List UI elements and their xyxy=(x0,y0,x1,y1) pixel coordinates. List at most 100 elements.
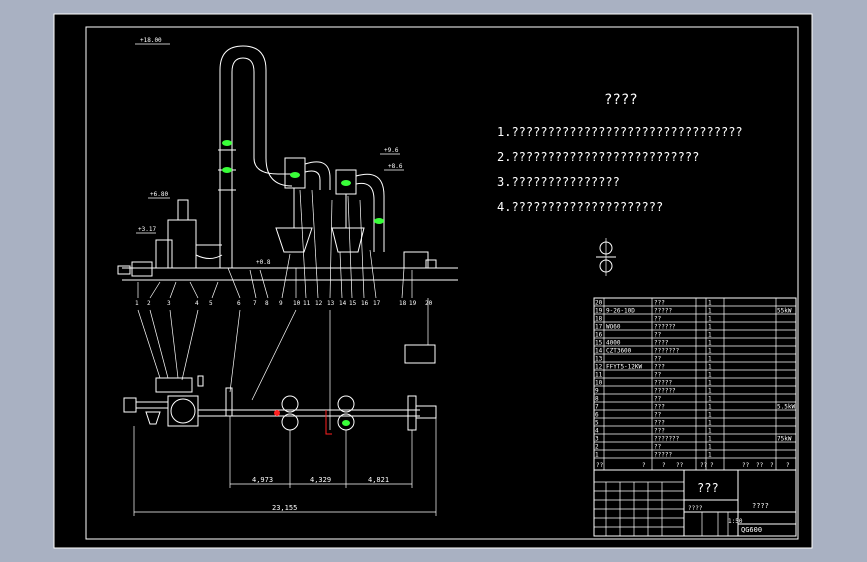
bom-no-12: 12 xyxy=(595,364,603,371)
bom-no-14: 14 xyxy=(595,348,603,355)
callout-12: 12 xyxy=(315,300,323,307)
bom-qty-9: 1 xyxy=(708,388,712,395)
elevation-5: +0.8 xyxy=(256,259,271,266)
title-block: ??? ???? ???? 1:50 QG600 xyxy=(593,469,797,537)
note-3: 3.??????????????? xyxy=(497,175,620,189)
bom-qty-18: 1 xyxy=(708,316,712,323)
bom-name-5: ??? xyxy=(654,420,665,427)
bom-name-13: ?? xyxy=(654,356,662,363)
callout-2: 2 xyxy=(147,300,151,307)
bom-name-14: ??????? xyxy=(654,348,680,355)
callout-3: 3 xyxy=(167,300,171,307)
bom-note-19: 55kW xyxy=(777,308,792,315)
bom-code-12: FFYT5-12KW xyxy=(606,364,643,371)
bom-qty-5: 1 xyxy=(708,420,712,427)
bom-qty-11: 1 xyxy=(708,372,712,379)
bom-qty-8: 1 xyxy=(708,396,712,403)
bom-no-1: 1 xyxy=(595,452,599,459)
bom-no-7: 7 xyxy=(595,404,599,411)
bom-name-9: ?????? xyxy=(654,388,676,395)
bom-qty-1: 1 xyxy=(708,452,712,459)
callout-17: 17 xyxy=(373,300,381,307)
callout-13: 13 xyxy=(327,300,335,307)
bom-name-19: ????? xyxy=(654,308,672,315)
dimension-1: 4,973 xyxy=(252,476,273,484)
bom-code-19: 9-26-10D xyxy=(606,308,635,315)
drawing-frame xyxy=(85,26,799,540)
callout-1: 1 xyxy=(135,300,139,307)
bom-name-12: ??? xyxy=(654,364,665,371)
drawing-code: QG600 xyxy=(741,526,762,534)
bom-qty-12: 1 xyxy=(708,364,712,371)
bom-no-20: 20 xyxy=(595,300,603,307)
bom-qty-16: 1 xyxy=(708,332,712,339)
bom-header-6: ?? xyxy=(742,462,750,469)
bom-qty-13: 1 xyxy=(708,356,712,363)
bom-no-8: 8 xyxy=(595,396,599,403)
bom-qty-7: 1 xyxy=(708,404,712,411)
callout-18: 18 xyxy=(399,300,407,307)
notes-title: ???? xyxy=(604,92,638,108)
bom-name-3: ??????? xyxy=(654,436,680,443)
bom-name-6: ?? xyxy=(654,412,662,419)
plan-view: 4,973 4,329 4,821 23,155 xyxy=(123,309,437,516)
bom-name-7: ??? xyxy=(654,404,665,411)
bom-header-0: ?? xyxy=(596,462,604,469)
dimension-total: 23,155 xyxy=(272,504,297,512)
callout-9: 9 xyxy=(279,300,283,307)
bom-qty-14: 1 xyxy=(708,348,712,355)
dimension-3: 4,821 xyxy=(368,476,389,484)
bom-qty-6: 1 xyxy=(708,412,712,419)
bom-header-3: ?? xyxy=(676,462,684,469)
note-1: 1.???????????????????????????????? xyxy=(497,125,743,139)
bom-no-4: 4 xyxy=(595,428,599,435)
elevation-1: +9.6 xyxy=(384,147,399,154)
bom-no-9: 9 xyxy=(595,388,599,395)
bom-name-10: ????? xyxy=(654,380,672,387)
callout-16: 16 xyxy=(361,300,369,307)
drawing-sheet xyxy=(53,13,813,549)
callout-20: 20 xyxy=(425,300,433,307)
bom-name-15: ???? xyxy=(654,340,669,347)
bom-header-2: ? xyxy=(662,462,666,469)
bom-header-8: ? xyxy=(770,462,774,469)
callout-6: 6 xyxy=(237,300,241,307)
callout-14: 14 xyxy=(339,300,347,307)
callout-8: 8 xyxy=(265,300,269,307)
bom-no-10: 10 xyxy=(595,380,603,387)
bom-qty-20: 1 xyxy=(708,300,712,307)
technical-notes: ???? 1.???????????????????????????????? … xyxy=(497,92,743,276)
bom-no-15: 15 xyxy=(595,340,603,347)
bom-qty-17: 1 xyxy=(708,324,712,331)
note-2: 2.?????????????????????????? xyxy=(497,150,699,164)
callout-5: 5 xyxy=(209,300,213,307)
bom-qty-3: 1 xyxy=(708,436,712,443)
bom-code-15: 4000 xyxy=(606,340,621,347)
bom-header-4: ?? xyxy=(700,462,708,469)
bom-code-14: CZT3600 xyxy=(606,348,632,355)
bom-no-11: 11 xyxy=(595,372,603,379)
bom-no-6: 6 xyxy=(595,412,599,419)
bom-header-7: ?? xyxy=(756,462,764,469)
callout-11: 11 xyxy=(303,300,311,307)
bom-header-9: ? xyxy=(786,462,790,469)
elevation-4: +3.17 xyxy=(138,226,156,233)
bom-no-2: 2 xyxy=(595,444,599,451)
title-block-subtitle: ???? xyxy=(752,502,769,510)
elevation-3: +6.80 xyxy=(150,191,168,198)
bom-name-16: ?? xyxy=(654,332,662,339)
bom-name-4: ??? xyxy=(654,428,665,435)
bom-code-17: WO60 xyxy=(606,324,621,331)
control-cabinet xyxy=(404,344,436,364)
bom-name-18: ?? xyxy=(654,316,662,323)
bom-qty-10: 1 xyxy=(708,380,712,387)
bom-qty-15: 1 xyxy=(708,340,712,347)
bom-name-17: ?????? xyxy=(654,324,676,331)
bom-name-20: ??? xyxy=(654,300,665,307)
callout-19: 19 xyxy=(409,300,417,307)
callout-4: 4 xyxy=(195,300,199,307)
